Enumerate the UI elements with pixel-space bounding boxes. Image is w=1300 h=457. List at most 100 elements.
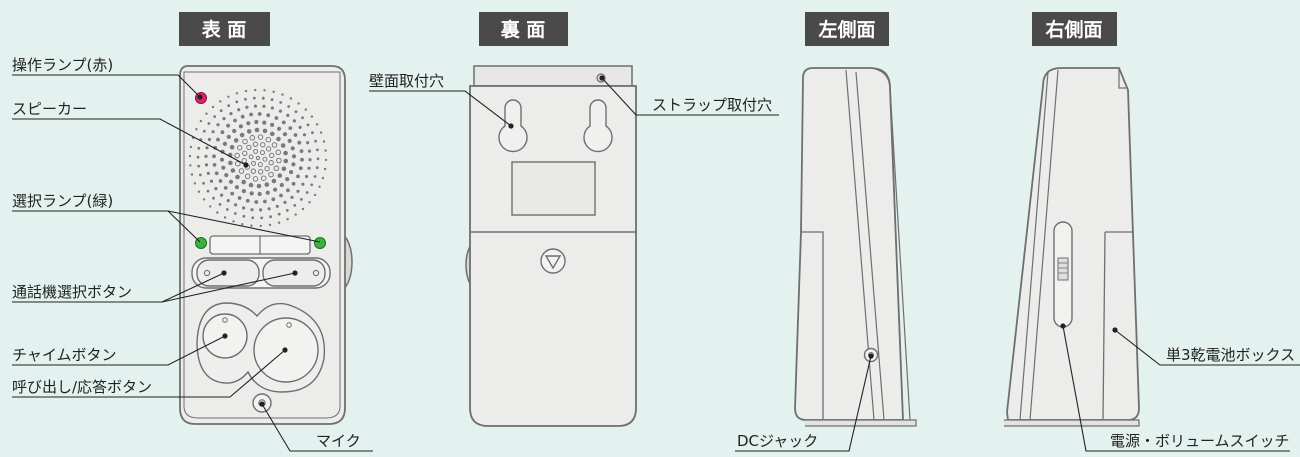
speaker-hole bbox=[305, 191, 309, 194]
speaker-hole bbox=[197, 164, 201, 168]
speaker-hole bbox=[233, 138, 239, 143]
speaker-hole bbox=[304, 108, 307, 111]
speaker-hole bbox=[233, 118, 237, 123]
label-battery-box: 単3乾電池ボックス bbox=[1166, 346, 1295, 364]
triangle-down-icon bbox=[540, 248, 566, 274]
speaker-hole bbox=[283, 200, 287, 204]
speaker-hole bbox=[222, 117, 226, 121]
view-header-right: 右側面 bbox=[1032, 12, 1117, 46]
speaker-hole bbox=[202, 198, 206, 201]
speaker-hole bbox=[286, 113, 290, 117]
speaker-hole bbox=[242, 150, 248, 156]
speaker-hole bbox=[228, 179, 234, 184]
speaker-hole bbox=[199, 173, 202, 177]
speaker-hole bbox=[270, 131, 275, 137]
speaker-hole bbox=[199, 119, 203, 123]
speaker-hole bbox=[308, 158, 312, 162]
speaker-hole bbox=[197, 146, 201, 150]
label-power-volume-switch: 電源・ボリュームスイッチ bbox=[1110, 432, 1290, 450]
front-view-device bbox=[179, 65, 353, 425]
speaker-hole bbox=[214, 187, 218, 191]
speaker-hole bbox=[239, 132, 245, 138]
speaker-hole bbox=[252, 176, 259, 182]
speaker-hole bbox=[190, 173, 194, 176]
left-side-view-device bbox=[794, 67, 917, 427]
leader-lines bbox=[12, 74, 1300, 452]
speaker-hole bbox=[299, 149, 304, 154]
speaker-hole bbox=[257, 162, 263, 168]
speaker-hole bbox=[288, 126, 293, 130]
speaker-hole bbox=[294, 213, 297, 216]
speaker-hole bbox=[272, 90, 275, 94]
speaker-hole bbox=[291, 162, 296, 167]
speaker-hole bbox=[297, 140, 302, 145]
speaker-hole bbox=[293, 133, 298, 137]
speaker-hole bbox=[252, 96, 256, 100]
speaker-hole bbox=[271, 197, 276, 202]
speaker-hole bbox=[265, 190, 270, 195]
speaker-hole bbox=[313, 175, 317, 178]
speaker-hole bbox=[236, 144, 243, 151]
speaker-hole bbox=[318, 185, 321, 188]
speaker-hole bbox=[307, 166, 311, 170]
speaker-hole bbox=[270, 122, 275, 127]
speaker-hole bbox=[229, 144, 235, 150]
speaker-hole bbox=[293, 204, 297, 207]
speaker-hole bbox=[310, 183, 314, 187]
speaker-hole bbox=[250, 168, 256, 174]
speaker-hole bbox=[218, 179, 223, 183]
speaker-hole bbox=[234, 203, 238, 207]
speaker-hole bbox=[323, 167, 327, 171]
view-header-left: 左側面 bbox=[805, 12, 889, 46]
speaker-hole bbox=[259, 224, 262, 228]
speaker-hole bbox=[224, 173, 229, 178]
speaker-hole bbox=[301, 116, 304, 120]
speaker-hole bbox=[285, 177, 290, 182]
label-speaker: スピーカー bbox=[12, 100, 87, 118]
view-header-back: 裏 面 bbox=[479, 12, 568, 46]
speaker-hole bbox=[218, 203, 222, 206]
speaker-hole bbox=[249, 112, 254, 117]
speaker-hole bbox=[298, 166, 303, 171]
speaker-hole bbox=[206, 189, 210, 193]
speaker-hole bbox=[219, 109, 223, 112]
speaker-hole bbox=[223, 216, 227, 219]
label-intercom-select-button: 通話機選択ボタン bbox=[12, 283, 132, 301]
speaker-hole bbox=[315, 123, 319, 126]
speaker-hole bbox=[287, 138, 292, 143]
speaker-hole bbox=[226, 199, 230, 203]
speaker-hole bbox=[242, 214, 246, 218]
right-side-view-device bbox=[1004, 67, 1140, 427]
speaker-hole bbox=[209, 179, 214, 183]
speaker-hole bbox=[260, 216, 264, 220]
speaker-hole bbox=[282, 132, 288, 137]
speaker-hole bbox=[279, 193, 283, 198]
speaker-hole bbox=[306, 141, 310, 145]
speaker-hole bbox=[274, 116, 279, 120]
speaker-hole bbox=[262, 104, 266, 108]
speaker-hole bbox=[229, 112, 233, 116]
label-microphone: マイク bbox=[316, 432, 361, 450]
label-select-lamp: 選択ランプ(緑) bbox=[12, 192, 113, 210]
speaker-hole bbox=[271, 178, 277, 184]
speaker-hole bbox=[212, 163, 217, 167]
leader-dots bbox=[197, 75, 1118, 407]
speaker-hole bbox=[281, 120, 286, 125]
speaker-hole bbox=[207, 137, 211, 142]
speaker-hole bbox=[240, 114, 245, 119]
label-chime-button: チャイムボタン bbox=[12, 346, 117, 364]
speaker-hole bbox=[257, 134, 264, 140]
speaker-hole bbox=[257, 169, 264, 175]
speaker-hole bbox=[216, 123, 220, 127]
speaker-hole bbox=[211, 105, 215, 109]
speaker-hole bbox=[259, 208, 263, 212]
speaker-hole bbox=[301, 182, 305, 186]
speaker-hole bbox=[241, 157, 247, 164]
speaker-hole bbox=[254, 127, 260, 133]
view-header-front-label: 表 面 bbox=[202, 18, 247, 41]
speaker-hole bbox=[262, 156, 268, 162]
speaker-hole bbox=[189, 145, 193, 149]
speaker-hole bbox=[244, 173, 251, 180]
speaker-hole bbox=[238, 124, 243, 129]
speaker-hole bbox=[250, 208, 254, 212]
